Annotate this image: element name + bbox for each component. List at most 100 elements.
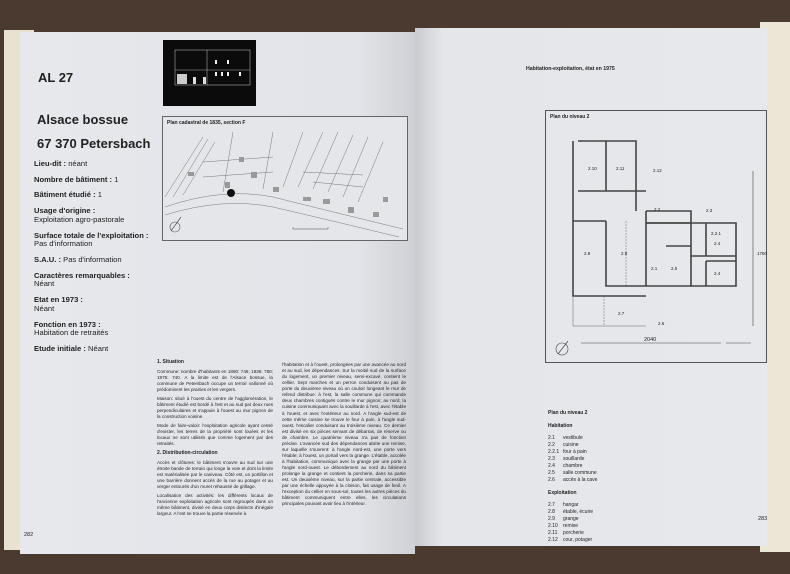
room-label: 2.3 <box>706 208 713 213</box>
room-label: 2.2 <box>654 207 661 212</box>
room-number: 2.3 <box>548 456 555 462</box>
text-column-2: l'habitation et à l'ouest, prolongées pa… <box>282 362 406 511</box>
paragraph: Commune: nombre d'habitants en 1880: 746… <box>157 368 273 392</box>
paragraph: Localisation des activités: les différen… <box>157 493 273 517</box>
room-name: chambre <box>563 463 583 469</box>
fact-item: Bâtiment étudié : 1 <box>34 191 174 200</box>
fact-value: Néant <box>88 344 109 354</box>
room-number: 2.9 <box>548 516 555 522</box>
room-label: 2.4 <box>714 271 721 276</box>
fact-label: Etude initiale : <box>34 344 86 354</box>
room-label: 2.5 <box>671 266 678 271</box>
fact-item: Etude initiale : Néant <box>34 344 174 354</box>
room-number: 2.12 <box>548 537 558 543</box>
legend-row: 2.12 cour, potager <box>548 537 597 544</box>
legend-row: 2.3 souillarde <box>548 456 597 463</box>
section-heading-situation: 1. Situation <box>157 359 184 365</box>
fact-item: Fonction en 1973 :Habitation de retraité… <box>34 319 174 338</box>
fact-item: Etat en 1973 :Néant <box>34 295 174 313</box>
room-label: 2.2.1 <box>711 231 722 236</box>
fact-label: S.A.U. : <box>34 255 62 265</box>
map-caption: Plan cadastral de 1835, section F <box>167 120 246 126</box>
fact-value: Pas d'information <box>34 239 93 249</box>
fact-label: Etat en 1973 : <box>34 295 83 305</box>
room-number: 2.2.1 <box>548 449 560 455</box>
plan-legend: Plan du niveau 2 Habitation 2.1 vestibule… <box>548 410 597 544</box>
room-name: porcherie <box>563 530 584 536</box>
room-number: 2.11 <box>548 530 558 536</box>
room-name: cuisine <box>563 442 579 448</box>
room-number: 2.1 <box>548 435 555 441</box>
cadastral-map: Plan cadastral de 1835, section F <box>162 116 408 241</box>
room-name: accès à la cave <box>563 477 598 483</box>
record-code: AL 27 <box>38 70 74 85</box>
room-number: 2.2 <box>548 442 555 448</box>
fact-item: Surface totale de l'exploitation :Pas d'… <box>34 230 174 249</box>
fact-label: Bâtiment étudié : <box>34 190 96 200</box>
room-label: 2.10 <box>588 166 597 171</box>
fact-value: Néant <box>34 279 55 289</box>
legend-row: 2.11 porcherie <box>548 530 597 537</box>
fact-value: Néant <box>34 303 55 313</box>
habitation-title: Habitation <box>548 423 573 429</box>
room-name: salle commune <box>563 470 597 476</box>
room-label: 2.1 <box>651 266 658 271</box>
elevation-drawing <box>163 40 256 106</box>
room-name: hangar <box>563 502 579 508</box>
fact-label: Usage d'origine : <box>34 206 96 216</box>
fact-item: Caractères remarquables :Néant <box>34 270 174 289</box>
fact-label: Caractères remarquables : <box>34 270 130 280</box>
paragraph: Maison: situé à l'ouest du centre de l'a… <box>157 395 273 420</box>
paragraph: Mode de faire-valoir: l'exploitation agr… <box>157 423 273 447</box>
room-label: 2.8 <box>621 251 628 256</box>
right-page-header: Habitation-exploitation, état en 1975 <box>526 66 615 72</box>
paragraph: l'habitation et à l'ouest, prolongées pa… <box>282 362 406 507</box>
dimension-height: 1780 <box>757 251 768 256</box>
room-name: remise <box>563 523 579 529</box>
room-name: cour, potager <box>563 537 593 543</box>
fact-value: Exploitation agro-pastorale <box>34 214 125 224</box>
room-label: 2.12 <box>653 168 662 173</box>
page-number-left: 282 <box>24 532 34 538</box>
dimension-width: 2040 <box>644 337 657 343</box>
legend-title: Plan du niveau 2 <box>548 410 588 416</box>
legend-row: 2.9 grange <box>548 516 597 523</box>
fact-value: Pas d'information <box>63 255 122 265</box>
room-name: souillarde <box>563 456 585 462</box>
fact-item: Lieu-dit : néant <box>34 159 174 169</box>
room-label: 2.11 <box>616 166 625 171</box>
fact-value: 1 <box>114 174 119 184</box>
room-label: 2.9 <box>584 251 591 256</box>
room-name: grange <box>563 516 579 522</box>
region-title: Alsace bossue <box>37 112 129 127</box>
room-name: four à pain <box>563 449 587 455</box>
legend-row: 2.1 vestibule <box>548 435 597 442</box>
fact-label: Fonction en 1973 : <box>34 319 101 329</box>
paragraph: Accès et clôtures: le bâtiment s'ouvre a… <box>157 459 273 490</box>
right-page <box>415 28 767 546</box>
fact-label: Lieu-dit : <box>34 159 67 168</box>
room-number: 2.7 <box>548 502 555 508</box>
room-number: 2.4 <box>548 463 555 469</box>
fact-label: Surface totale de l'exploitation : <box>34 230 149 240</box>
room-number: 2.6 <box>548 477 555 483</box>
exploitation-title: Exploitation <box>548 490 577 496</box>
fact-item: S.A.U. : Pas d'information <box>34 255 174 265</box>
fact-value: Habitation de retraités <box>34 328 109 338</box>
fact-item: Usage d'origine :Exploitation agro-pasto… <box>34 206 174 224</box>
section-heading-distribution: 2. Distribution-circulation <box>157 450 218 457</box>
page-number-right: 283 <box>758 516 768 522</box>
text-column-1: 1. Situation Commune: nombre d'habitants… <box>157 357 273 521</box>
room-name: vestibule <box>563 435 583 441</box>
room-name: étable, écurie <box>563 509 594 515</box>
legend-row: 2.2 cuisine <box>548 442 597 449</box>
fact-label: Nombre de bâtiment : <box>34 174 113 184</box>
legend-row: 2.6 accès à la cave <box>548 477 597 484</box>
legend-row: 2.4 chambre <box>548 463 597 470</box>
